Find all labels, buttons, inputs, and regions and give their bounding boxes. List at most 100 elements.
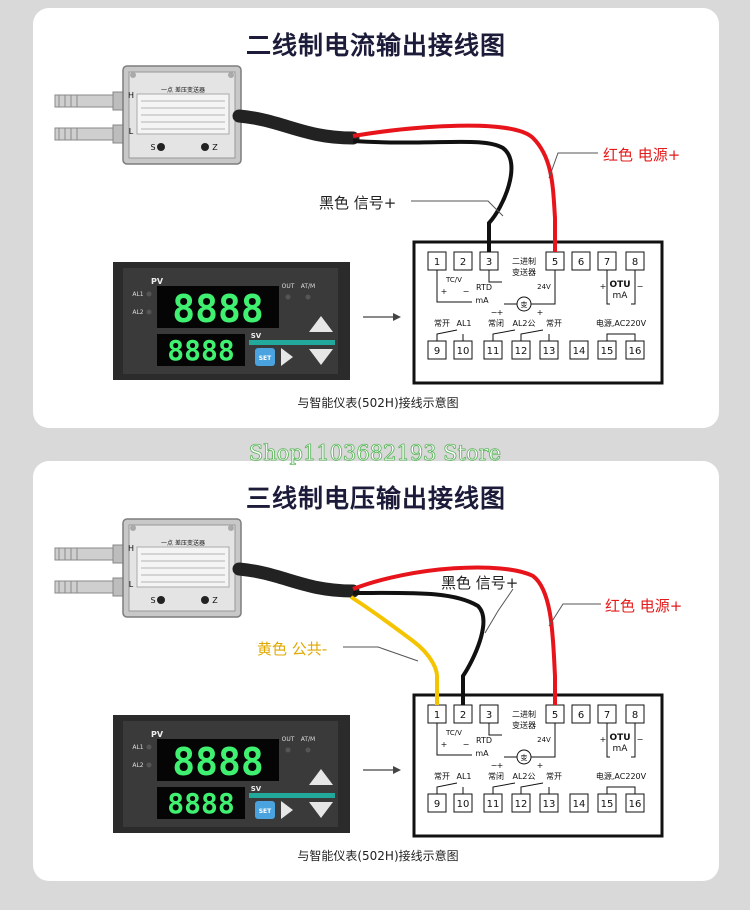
- al1-relay-label: AL1: [456, 772, 471, 781]
- two-wire-label-1: 二进制: [512, 256, 536, 266]
- pointer-arrowhead: [393, 766, 401, 774]
- tc-v-label: TC/V: [445, 729, 462, 737]
- plus-sign: +: [497, 761, 504, 770]
- terminal-13-number: 13: [543, 799, 556, 810]
- terminal-5-number: 5: [552, 710, 558, 721]
- terminal-6-number: 6: [578, 710, 584, 721]
- black-wire: [352, 139, 514, 252]
- al2-led: [146, 309, 152, 315]
- terminal-9-number: 9: [434, 799, 440, 810]
- terminal-2-number: 2: [460, 710, 466, 721]
- otu-label: OTU: [609, 733, 630, 743]
- pv-label: PV: [151, 730, 164, 739]
- out-led: [285, 747, 291, 753]
- voltage-24v-label: 24V: [537, 283, 551, 291]
- plus-sign: +: [537, 308, 544, 317]
- sv-label: SV: [251, 785, 262, 793]
- span-button: [201, 596, 209, 604]
- al1-led: [146, 744, 152, 750]
- red-leader-line: [548, 152, 598, 179]
- black-wire-label: 黑色 信号+: [319, 194, 397, 212]
- red-leader-line: [548, 603, 601, 627]
- minus-sign: −: [637, 735, 644, 744]
- power-label: 电源,AC220V: [596, 771, 647, 781]
- pressure-fitting: [54, 580, 114, 594]
- otu-ma-label: mA: [613, 744, 629, 754]
- pv-window: [157, 739, 279, 781]
- plate-title: 一点 差压变送器: [161, 86, 205, 94]
- relay-nc-label: 常闭: [488, 772, 504, 781]
- minus-sign: −: [637, 282, 644, 291]
- sv-bar: [249, 340, 335, 345]
- set-button-label: SET: [259, 355, 272, 362]
- ma-label: mA: [475, 296, 489, 305]
- screw: [130, 72, 136, 78]
- otu-wiring: [606, 270, 610, 305]
- al2-led: [146, 762, 152, 768]
- terminal-10-number: 10: [457, 799, 470, 810]
- pointer-arrowhead: [393, 313, 401, 321]
- terminal-8-number: 8: [632, 257, 638, 268]
- terminal-2-number: 2: [460, 257, 466, 268]
- plus-sign: +: [537, 761, 544, 770]
- shift-right-icon: [281, 801, 293, 819]
- red-wire: [352, 565, 557, 705]
- al1-relay-label: AL1: [456, 319, 471, 328]
- al2-label: AL2: [132, 309, 143, 316]
- panel-two-wire: 二线制电流输出接线图 与智能仪表(502H)接线示意图 红色 电源+ 黑色 信号…: [33, 8, 719, 428]
- terminal-7-number: 7: [604, 710, 610, 721]
- panel-title: 二线制电流输出接线图: [245, 31, 506, 60]
- minus-sign: −: [491, 761, 498, 770]
- relay-no-label: 常开: [434, 772, 450, 781]
- terminal-13-number: 13: [543, 346, 556, 357]
- panel-three-wire: 三线制电压输出接线图 与智能仪表(502H)接线示意图 红色 电源+ 黑色 信号…: [33, 461, 719, 881]
- relay-contact: [492, 782, 516, 794]
- terminal-11-number: 11: [487, 799, 500, 810]
- out-label: OUT: [282, 736, 295, 743]
- port-high-label: H: [128, 91, 134, 100]
- terminal-1-number: 1: [434, 710, 440, 721]
- port-low-label: L: [129, 127, 134, 136]
- sv-bar: [249, 793, 335, 798]
- red-wire-label: 红色 电源+: [605, 597, 683, 615]
- plate-title: 一点 差压变送器: [161, 539, 205, 547]
- terminal-9-number: 9: [434, 346, 440, 357]
- input-wiring: [488, 723, 502, 736]
- otu-wiring: [631, 723, 636, 758]
- black-wire: [352, 590, 486, 705]
- pressure-fitting: [54, 127, 114, 141]
- terminal-12-number: 12: [515, 346, 528, 357]
- atm-led: [305, 294, 311, 300]
- pressure-fitting: [54, 547, 114, 561]
- terminal-10-number: 10: [457, 346, 470, 357]
- relay-no-label-2: 常开: [546, 319, 562, 328]
- up-arrow-icon: [309, 769, 333, 785]
- relay-nc-label: 常闭: [488, 319, 504, 328]
- otu-ma-label: mA: [613, 291, 629, 301]
- minus-sign: −: [463, 740, 470, 749]
- black-leader-line: [411, 200, 504, 217]
- terminal-14-number: 14: [573, 346, 586, 357]
- terminal-16-number: 16: [629, 799, 642, 810]
- relay-contact: [520, 329, 544, 341]
- input-wiring: [436, 723, 472, 756]
- red-wire-label: 红色 电源+: [603, 146, 681, 164]
- terminal-5-number: 5: [552, 257, 558, 268]
- al2-common-label: AL2公: [512, 772, 535, 781]
- transformer-label: 变: [521, 300, 528, 309]
- otu-wiring: [606, 723, 610, 758]
- terminal-8-number: 8: [632, 710, 638, 721]
- relay-contact: [492, 329, 516, 341]
- yellow-wire: [349, 595, 439, 705]
- relay-contact: [436, 782, 458, 794]
- terminal-6: [571, 704, 591, 724]
- power-wiring: [606, 786, 636, 794]
- plus-sign: +: [600, 735, 607, 744]
- atm-label: AT/M: [301, 736, 316, 743]
- pv-label: PV: [151, 277, 164, 286]
- plus-sign: +: [497, 308, 504, 317]
- out-led: [285, 294, 291, 300]
- sv-digits: 8888: [167, 787, 234, 820]
- out-label: OUT: [282, 283, 295, 290]
- sv-label: SV: [251, 332, 262, 340]
